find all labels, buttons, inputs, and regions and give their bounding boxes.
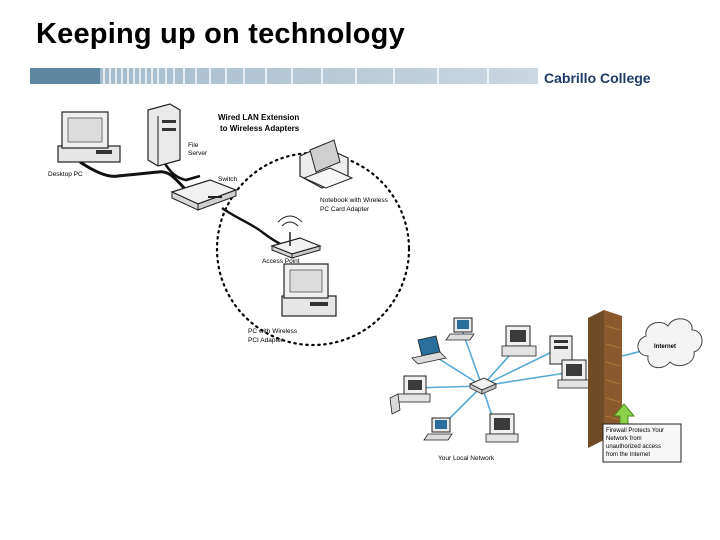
- switch-icon: [170, 179, 238, 211]
- cable-switch-ap: [221, 207, 285, 248]
- firewall-network-diagram: Internet Your Local Network Firewall Pro…: [389, 310, 703, 463]
- wireless-lan-diagram: Wired LAN Extension to Wireless Adapters…: [48, 103, 411, 347]
- wireless-heading-line2: to Wireless Adapters: [220, 124, 300, 133]
- network-server-right: [549, 335, 573, 365]
- desktop-pc-label: Desktop PC: [48, 171, 83, 178]
- wireless-pc-icon: [281, 263, 337, 317]
- callout-line3: unauthorized access: [606, 444, 661, 450]
- network-laptop-left: [411, 335, 447, 365]
- file-server-label-line1: File: [188, 142, 199, 149]
- brand-label: Cabrillo College: [544, 70, 651, 86]
- network-pc-right: [557, 359, 591, 389]
- callout-line2: Network from: [606, 436, 642, 442]
- switch-label: Switch: [218, 176, 238, 183]
- access-point-icon: [270, 215, 322, 259]
- network-pc-left: [389, 375, 431, 415]
- internet-cloud-icon: [637, 318, 703, 369]
- file-server-label-line2: Server: [188, 150, 208, 157]
- network-pc-top-right: [501, 325, 537, 357]
- network-pc-bottom-left: [423, 417, 453, 441]
- file-server-icon: [147, 103, 181, 167]
- callout-line1: Firewall Protects Your: [606, 428, 664, 434]
- network-pc-bottom: [485, 413, 519, 443]
- access-point-label: Access Point: [262, 258, 300, 265]
- notebook-icon: [299, 139, 354, 189]
- wireless-pc-label-line1: PC with Wireless: [248, 328, 298, 335]
- firewall-callout-box: [602, 423, 682, 463]
- notebook-label-line1: Notebook with Wireless: [320, 197, 389, 204]
- wireless-heading-line1: Wired LAN Extension: [218, 113, 299, 122]
- header-banner: [30, 68, 686, 84]
- network-pc-top: [445, 317, 475, 341]
- callout-line4: from the Internet: [606, 452, 650, 458]
- cable-desktop-switch: [79, 160, 190, 194]
- local-network-label: Your Local Network: [438, 455, 495, 462]
- internet-label: Internet: [654, 344, 676, 350]
- wireless-pc-label-line2: PCI Adapter: [248, 337, 284, 344]
- slide-title: Keeping up on technology: [36, 18, 405, 50]
- desktop-pc-icon: [57, 111, 121, 163]
- cable-server-switch: [162, 161, 201, 182]
- hub-icon: [468, 377, 498, 395]
- notebook-label-line2: PC Card Adapter: [320, 206, 370, 213]
